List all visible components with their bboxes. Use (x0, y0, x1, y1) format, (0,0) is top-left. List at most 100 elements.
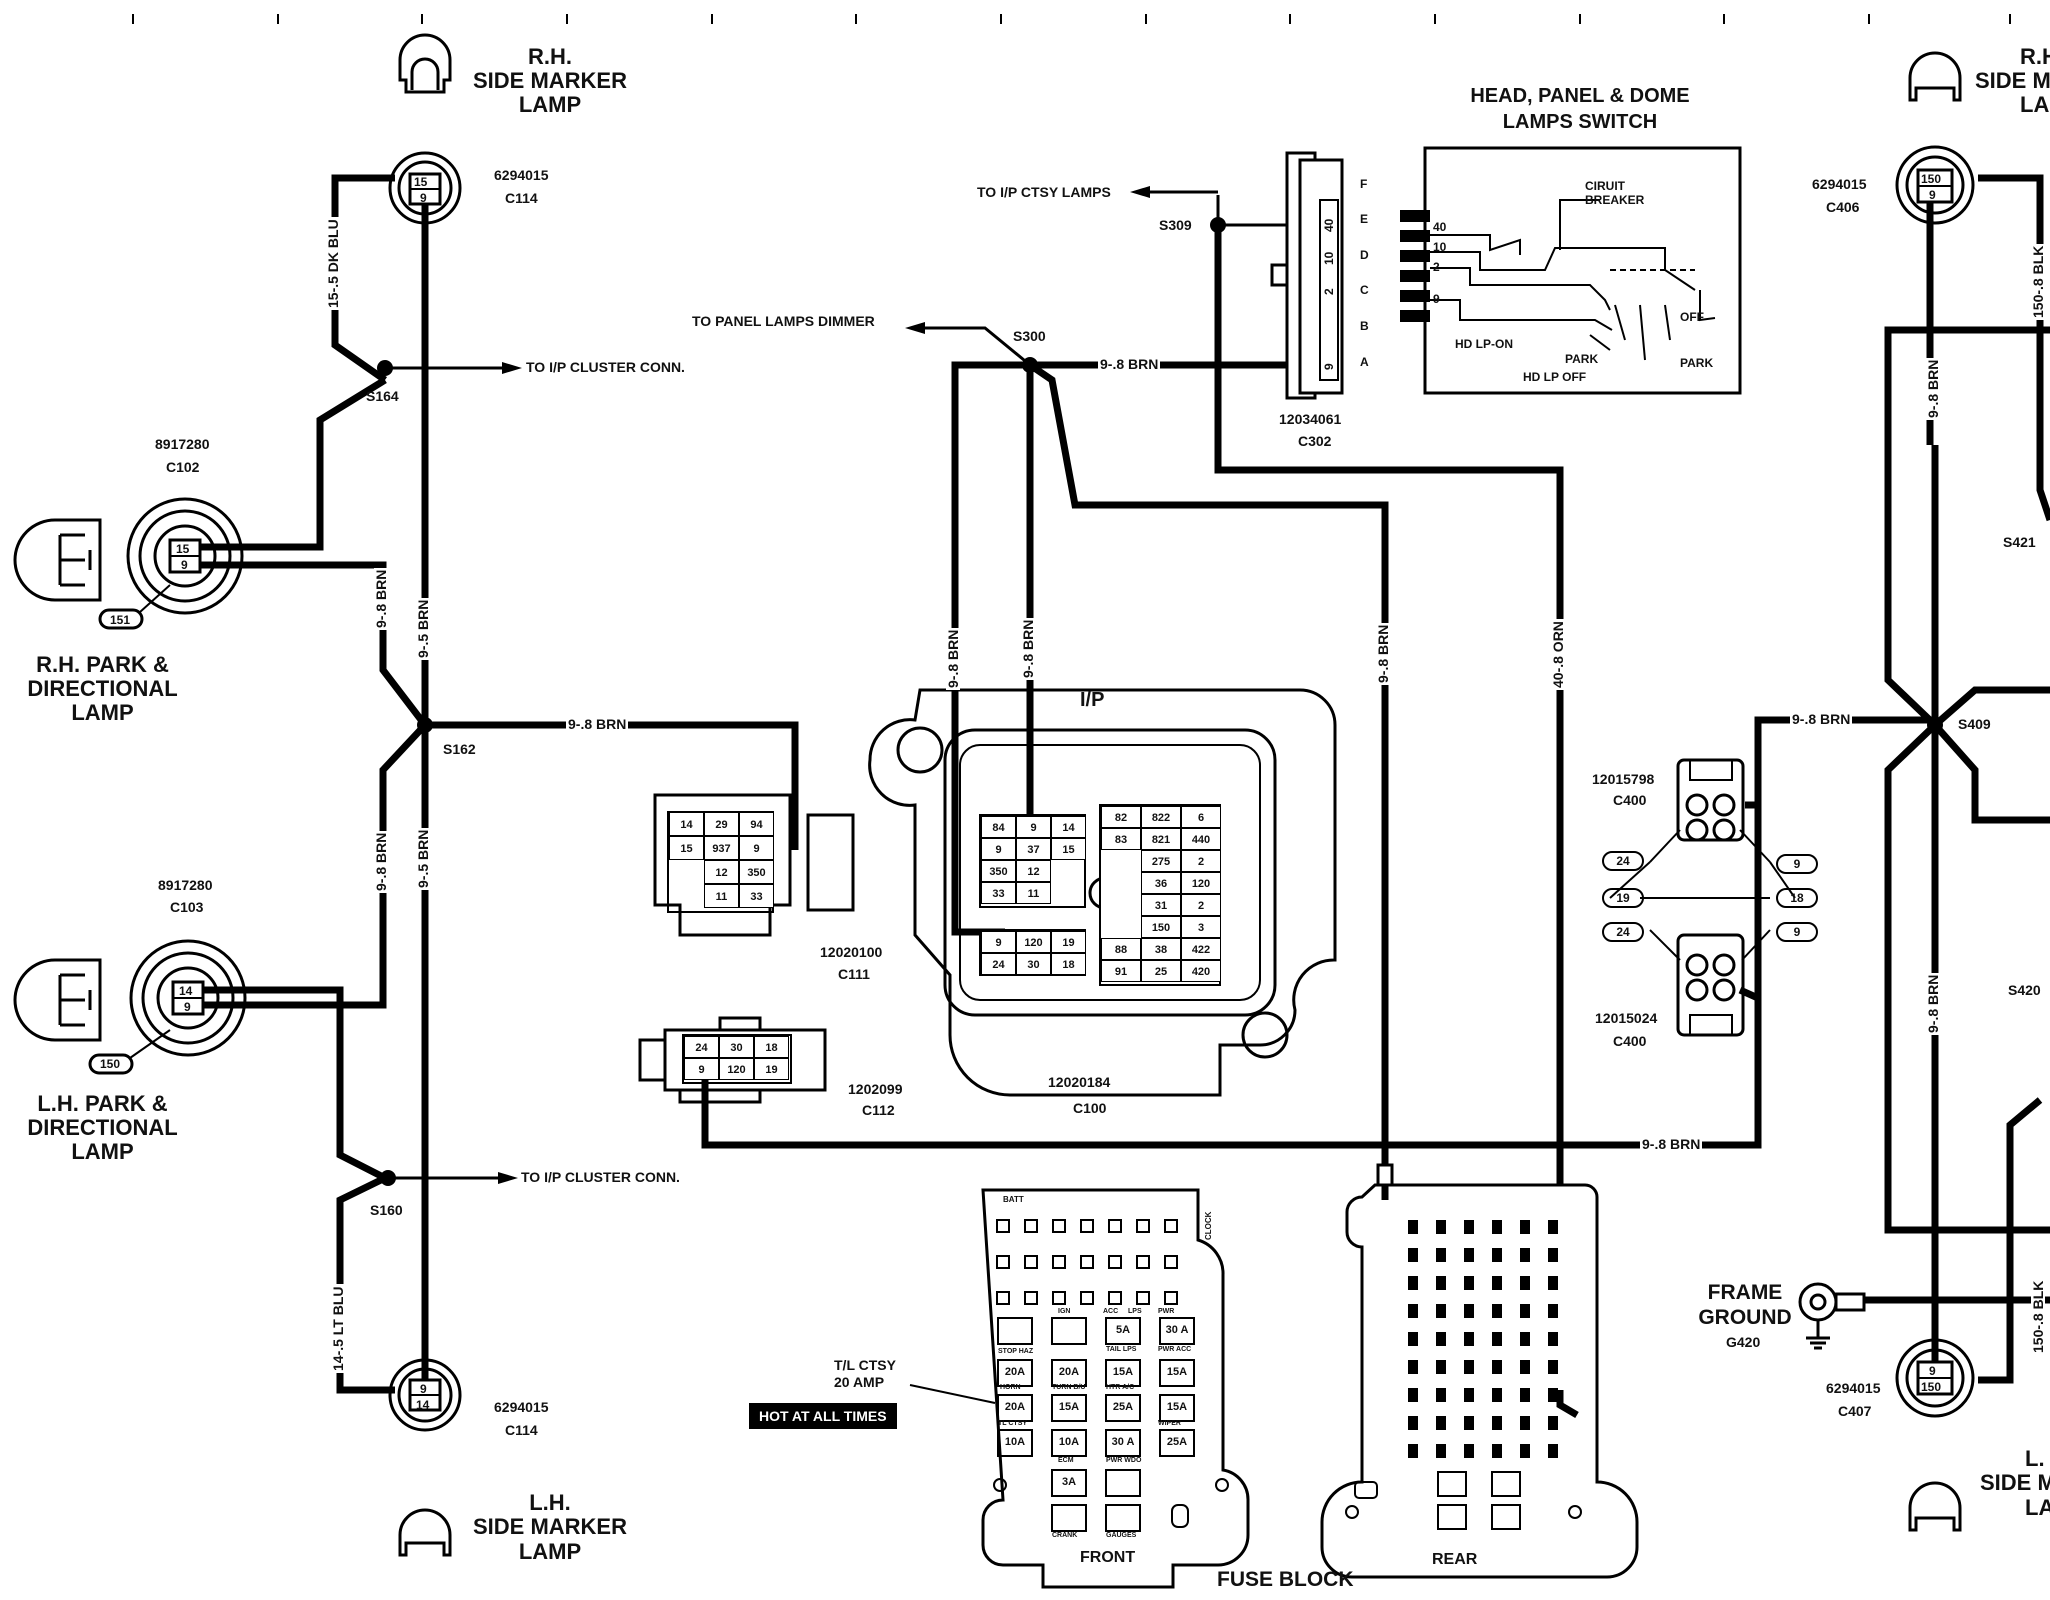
fuse-value-3: 20A (1058, 1366, 1080, 1378)
c400-pin-9a: 9 (1793, 857, 1801, 871)
ip-left-cell-8: 33 (981, 882, 1016, 904)
c112-cell-5: 19 (754, 1058, 789, 1080)
rh-park-line1: R.H. PARK & (36, 652, 169, 677)
ip-bottom-cell-5: 18 (1051, 953, 1086, 975)
fuse-small-label-8: TL CTSY (998, 1420, 1028, 1427)
lh-side-marker-conn: C114 (505, 1422, 538, 1438)
lh-side-marker-part: 6294015 (494, 1399, 549, 1415)
c111-part: 12020100 (820, 944, 883, 960)
c400-pin-9b: 9 (1793, 925, 1801, 939)
rear-fuse-slot (1492, 1332, 1502, 1346)
fuse-batt-label: BATT (1003, 1195, 1024, 1204)
rear-fuse-slot (1436, 1444, 1446, 1458)
rh-side-marker-top-bulb-icon (398, 33, 452, 94)
rear-fuse-slot (1408, 1276, 1418, 1290)
ip-right-cell-18: 25 (1141, 960, 1181, 982)
s309-label: S309 (1159, 217, 1192, 233)
ip-left-cell-5: 15 (1051, 838, 1086, 860)
c400-top-connector (1676, 758, 1745, 842)
c302-pin-2: 2 (1322, 288, 1336, 295)
to-panel-dimmer-arrow (905, 322, 925, 334)
rear-fuse-slot (1464, 1332, 1474, 1346)
wire-15-dkblu: 15-.5 DK BLU (325, 217, 341, 310)
s409-label: S409 (1958, 716, 1991, 732)
ip-right-cell-10: 31 (1141, 894, 1181, 916)
frame-ground-line1: FRAME (1707, 1281, 1783, 1304)
ip-right-cell-14: 88 (1101, 938, 1141, 960)
fuse-small-label-10: ECM (1058, 1457, 1074, 1464)
fuse-block-rear-grid[interactable] (1408, 1220, 1558, 1458)
fuse-small-label-14: STOP HAZ (998, 1348, 1034, 1355)
wire-ip-brn2: 9-.8 BRN (1020, 617, 1036, 680)
c400-top-part: 12015798 (1592, 771, 1655, 787)
rh-side-marker-conn: C114 (505, 190, 538, 206)
rear-fuse-slot (1464, 1388, 1474, 1402)
c400-pin-lines (1609, 829, 1796, 961)
c302-connector (1270, 151, 1344, 400)
rear-fuse-slot (1520, 1388, 1530, 1402)
c112-part: 1202099 (848, 1081, 903, 1097)
fuse-small-label-13: GAUGES (1106, 1532, 1137, 1539)
ip-left-cell-0: 84 (981, 816, 1016, 838)
c111-cell-6: 12 (704, 860, 739, 884)
rh-right-line2: SIDE M (1975, 68, 2050, 93)
right-harness-wires (1835, 174, 2050, 1385)
fuse-block-front (981, 1188, 1250, 1589)
ip-right-cell-16: 422 (1181, 938, 1221, 960)
switch-pin-9: 9 (1433, 292, 1440, 306)
lh-side-marker-right-lamp (1895, 1338, 1975, 1418)
rear-fuse-slot (1464, 1444, 1474, 1458)
rear-fuse-slot (1492, 1360, 1502, 1374)
rh-side-marker-line3: LAMP (518, 92, 582, 117)
fuse-small-label-11: PWR WDO (1106, 1457, 1142, 1464)
lh-right-conn: C407 (1838, 1403, 1872, 1419)
ip-conn: C100 (1073, 1100, 1107, 1116)
fuse-value-0: 5A (1115, 1324, 1131, 1336)
ip-left-cell-4: 37 (1016, 838, 1051, 860)
fuse-small-label-12: CRANK (1052, 1532, 1078, 1539)
fuse-value-5: 15A (1166, 1366, 1188, 1378)
rear-orn-wire (1556, 1390, 1579, 1419)
fuse-small-label-7: HORN (1000, 1384, 1021, 1391)
fuse-value-12: 30 A (1111, 1436, 1135, 1448)
rear-fuse-slot (1408, 1332, 1418, 1346)
switch-pin-40: 40 (1433, 220, 1447, 234)
ip-right-cell-6: 275 (1141, 850, 1181, 872)
c112-cell-0: 24 (684, 1036, 719, 1058)
c400-bottom-to-bus (1738, 986, 1762, 1145)
to-ip-ctsy: TO I/P CTSY LAMPS (977, 184, 1111, 200)
rh-right-pin-a: 150 (1921, 172, 1942, 186)
rear-fuse-slot (1492, 1220, 1502, 1234)
fuse-block-front-label: FRONT (1080, 1549, 1136, 1566)
c111-cell-9: 33 (739, 884, 774, 908)
s164-splice-dot (377, 360, 393, 376)
rear-fuse-slot (1548, 1444, 1558, 1458)
ip-bottom-cell-1: 120 (1016, 931, 1051, 953)
fuse-value-13: 25A (1166, 1436, 1188, 1448)
rh-park-pin-b: 9 (181, 558, 188, 572)
rear-fuse-slot (1520, 1276, 1530, 1290)
lh-park-line2: DIRECTIONAL (27, 1115, 178, 1140)
rear-fuse-slot (1436, 1360, 1446, 1374)
wire-9-8brn-b: 9-.8 BRN (373, 830, 389, 893)
rh-side-marker-line2: SIDE MARKER (472, 68, 627, 93)
ip-right-cell-8: 36 (1141, 872, 1181, 894)
to-ip-cluster-bottom: TO I/P CLUSTER CONN. (521, 1169, 680, 1185)
s409-splice-dot (1927, 717, 1943, 733)
lh-right-part: 6294015 (1826, 1380, 1881, 1396)
rh-park-conn: C102 (166, 459, 200, 475)
s164-label: S164 (366, 388, 399, 404)
rear-fuse-slot (1548, 1248, 1558, 1262)
rear-fuse-slot (1436, 1220, 1446, 1234)
hd-lp-off: HD LP OFF (1523, 370, 1587, 384)
fuse-block-title: FUSE BLOCK (1217, 1568, 1354, 1591)
rear-fuse-slot (1464, 1304, 1474, 1318)
ip-bottom-cell-4: 30 (1016, 953, 1051, 975)
c111-cell-1: 29 (704, 812, 739, 836)
top-ruler-ticks (132, 14, 2011, 24)
tl-ctsy-line2: 20 AMP (834, 1374, 885, 1390)
rh-park-pin-a: 15 (176, 542, 190, 556)
lh-park-line1: L.H. PARK & (37, 1091, 168, 1116)
ip-left-cell-2: 14 (1051, 816, 1086, 838)
